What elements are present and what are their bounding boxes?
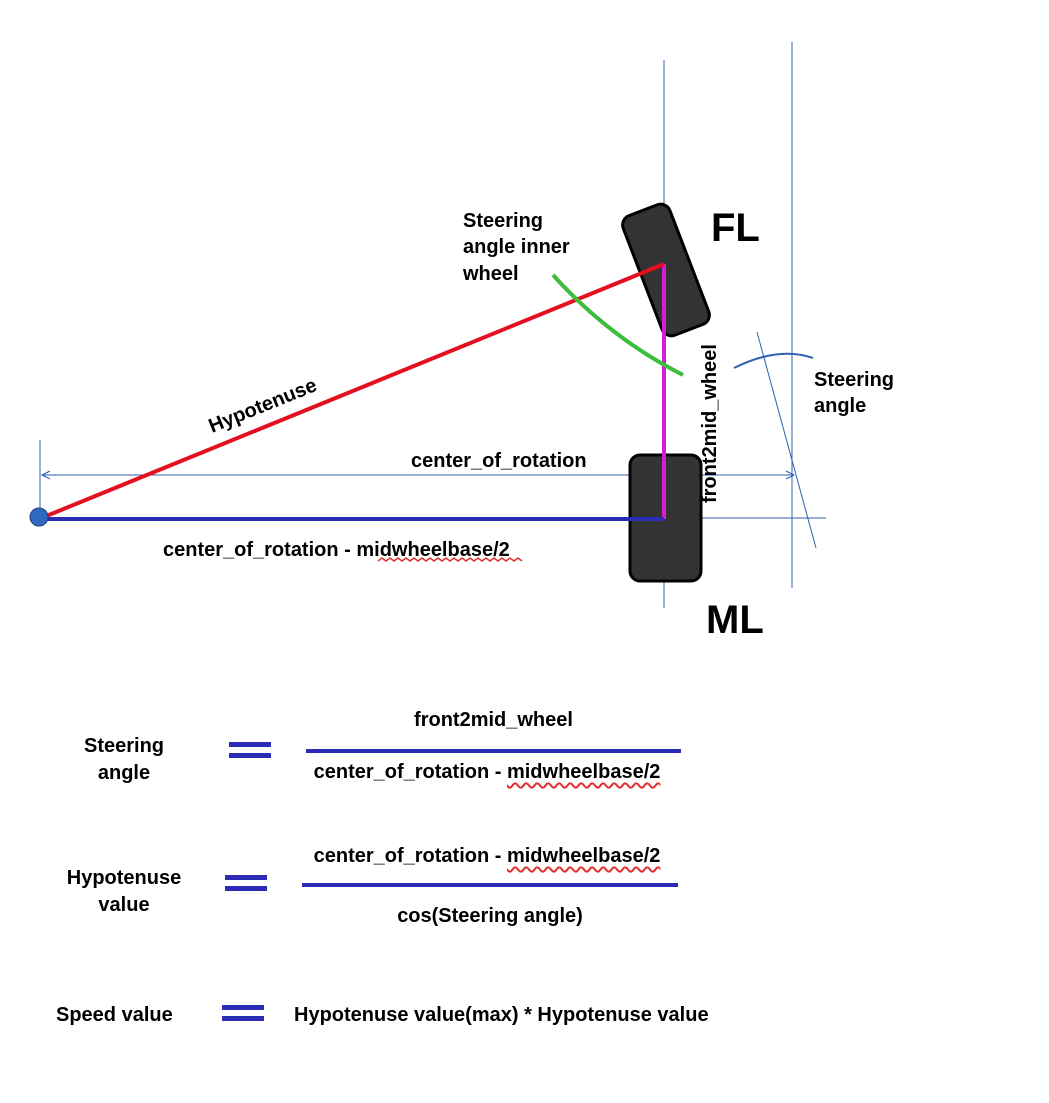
wheel-fl-label: FL <box>711 206 760 250</box>
inner-steering-angle-arc <box>551 273 684 377</box>
steering-angle-arc <box>733 352 814 369</box>
hypotenuse-lhs-line2: value <box>98 894 150 916</box>
hypotenuse-numerator-part-a: center_of_rotation - <box>313 845 507 867</box>
speed-equals-top-bar <box>222 1005 264 1010</box>
steering-numerator: front2mid_wheel <box>414 709 573 731</box>
hypotenuse-line <box>38 262 665 521</box>
steering-denominator-part-a: center_of_rotation - <box>313 761 507 783</box>
hypotenuse-numerator: center_of_rotation - midwheelbase/2 <box>286 845 688 868</box>
cor-minus-label-part-a: center_of_rotation - <box>163 539 356 561</box>
hypotenuse-equals-bottom-bar <box>225 886 267 891</box>
steering-inner-label-line1: Steering <box>463 210 543 232</box>
steering-denominator-part-b: midwheelbase/2 <box>506 761 661 783</box>
steering-lhs-line2: angle <box>97 762 151 784</box>
steering-equals-top-bar <box>229 742 271 747</box>
speed-equation-rhs: Hypotenuse value(max) * Hypotenuse value <box>294 1004 709 1026</box>
steering-equation-lhs: Steering angle <box>64 733 184 787</box>
hypotenuse-denominator: cos(Steering angle) <box>397 905 583 927</box>
steered-direction-line <box>756 331 817 549</box>
wheel-ml-label: ML <box>706 598 764 642</box>
steering-inner-label-line2: angle inner <box>463 236 570 258</box>
hypotenuse-fraction-bar <box>302 883 678 887</box>
front2mid-label: front2mid_wheel <box>699 344 721 503</box>
hypotenuse-numerator-part-b: midwheelbase/2 <box>506 845 661 867</box>
speed-equals-bottom-bar <box>222 1016 264 1021</box>
steering-angle-label-line2: angle <box>814 395 866 417</box>
rotation-center-point <box>29 507 49 527</box>
steering-fraction-bar <box>306 749 681 753</box>
steering-equals-bottom-bar <box>229 753 271 758</box>
steering-angle-label-line1: Steering <box>814 369 894 391</box>
steering-inner-label-line3: wheel <box>462 263 519 285</box>
hypotenuse-lhs-line1: Hypotenuse <box>66 867 182 889</box>
cor-minus-label-part-b: midwheelbase/2 <box>356 539 509 561</box>
steering-geometry-diagram: FL ML Steering angle inner wheel Steerin… <box>29 42 894 642</box>
steering-denominator: center_of_rotation - midwheelbase/2 <box>286 761 688 784</box>
spellcheck-underline <box>377 557 523 562</box>
dimension-arrow-right-icon <box>785 470 796 480</box>
cor-minus-midwheelbase-label: center_of_rotation - midwheelbase/2 <box>163 539 510 561</box>
dimension-arrow-left-icon <box>40 470 51 480</box>
steering-lhs-line1: Steering <box>83 735 165 757</box>
hypotenuse-equation-lhs: Hypotenuse value <box>54 865 194 919</box>
center-of-rotation-label: center_of_rotation <box>411 450 587 472</box>
speed-equation-lhs: Speed value <box>56 1004 173 1026</box>
hypotenuse-equals-top-bar <box>225 875 267 880</box>
